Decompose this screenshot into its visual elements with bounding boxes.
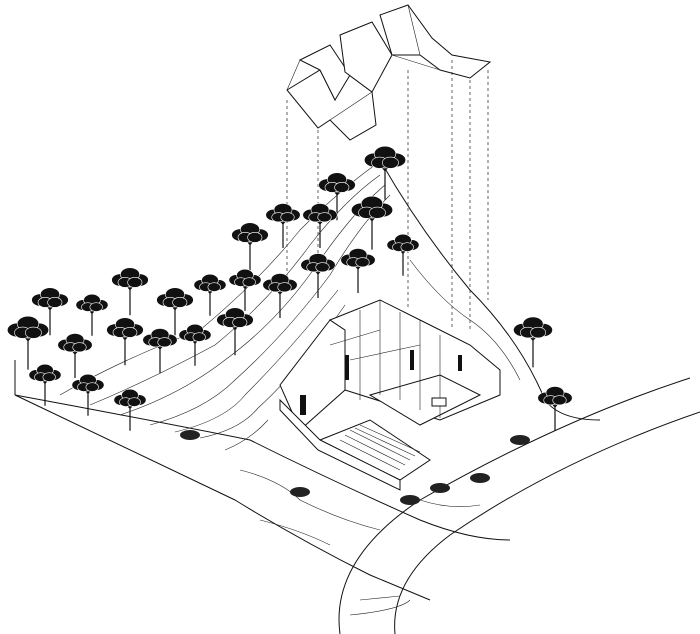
tree — [318, 172, 356, 221]
shrub — [180, 430, 200, 440]
contour-lines — [59, 164, 521, 546]
tree — [265, 203, 301, 248]
tree — [28, 363, 62, 406]
tree — [302, 203, 338, 248]
tree — [262, 273, 298, 318]
tree — [231, 222, 269, 271]
courtyard — [368, 374, 482, 426]
tree — [111, 267, 149, 316]
tree — [386, 233, 420, 276]
shrub — [470, 473, 490, 483]
road — [338, 377, 700, 634]
house — [279, 299, 501, 491]
tree — [513, 316, 553, 368]
shrub — [510, 435, 530, 445]
tree — [57, 333, 93, 378]
shrub — [430, 483, 450, 493]
tree — [228, 268, 262, 311]
tree — [31, 287, 69, 336]
trees — [7, 145, 573, 505]
tree — [537, 386, 573, 431]
tree — [364, 145, 406, 200]
tree — [216, 307, 254, 356]
tree — [113, 388, 147, 431]
tree — [142, 328, 178, 373]
tree — [156, 287, 194, 336]
tree — [193, 273, 227, 316]
tree — [178, 323, 212, 366]
shrub — [400, 495, 420, 505]
tree — [7, 315, 49, 370]
exploded-roof — [286, 4, 492, 141]
tree — [75, 293, 109, 336]
tree — [351, 195, 393, 250]
tree — [300, 253, 336, 298]
tree — [340, 248, 376, 293]
projection-lines — [286, 60, 489, 330]
tree — [71, 373, 105, 416]
shrub — [290, 487, 310, 497]
tree — [106, 317, 144, 366]
terrain — [14, 159, 601, 601]
